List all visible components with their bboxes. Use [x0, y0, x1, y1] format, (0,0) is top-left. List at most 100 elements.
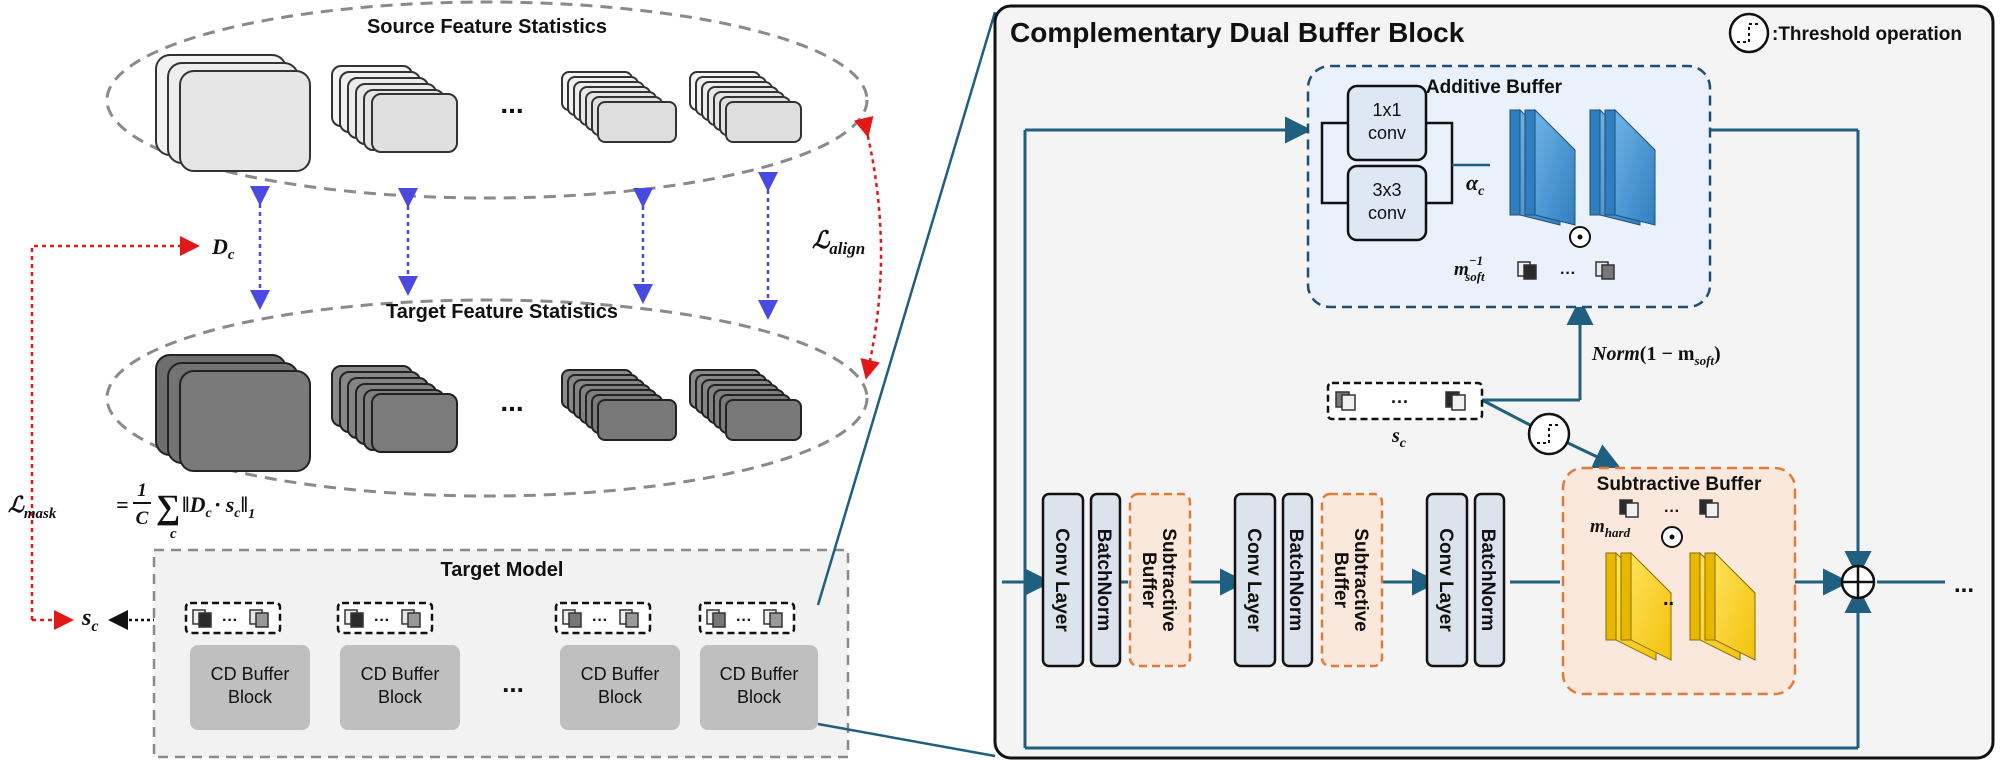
cd-blocks-ellipsis: ...: [502, 668, 524, 698]
svg-text:···: ···: [1560, 265, 1576, 282]
svg-text:=: =: [116, 492, 129, 517]
additive-features-2: [1589, 108, 1656, 226]
subtractive-odot: [1661, 526, 1683, 548]
subtractive-buffer-box: [1561, 466, 1797, 696]
batchnorm-3: BatchNorm: [1473, 492, 1506, 668]
cd-buffer-block-3[interactable]: CD Buffer Block: [560, 645, 680, 730]
svg-text:Block: Block: [598, 687, 643, 707]
svg-text:CD Buffer: CD Buffer: [720, 664, 799, 684]
norm-label: Norm(1 − msoft): [1591, 343, 1721, 368]
svg-text:∑: ∑: [156, 489, 180, 526]
target-feature-stack-2: [331, 365, 458, 453]
s-c-left-label: sc: [81, 605, 98, 635]
svg-text:···: ···: [374, 612, 390, 629]
svg-text:Conv Layer: Conv Layer: [1243, 528, 1264, 632]
cd-buffer-block-2[interactable]: CD Buffer Block: [340, 645, 460, 730]
mask-token-group-3: ···: [554, 601, 652, 635]
svg-text:Block: Block: [228, 687, 273, 707]
svg-text:1: 1: [137, 480, 147, 501]
s-c-right-label: sc: [1391, 425, 1407, 451]
threshold-icon: [1728, 12, 1770, 54]
sum-oplus: [1840, 564, 1876, 600]
svg-text:C: C: [136, 508, 149, 529]
target-model-title: Target Model: [441, 559, 564, 581]
target-stats-ellipse: [105, 298, 869, 498]
source-feature-stack-3: [561, 71, 677, 143]
batchnorm-1: BatchNorm: [1089, 492, 1122, 668]
conv-3x3-box: 3x3 conv: [1346, 164, 1428, 242]
additive-buffer-title: Additive Buffer: [1426, 77, 1563, 98]
conv-parallel-lines: [1320, 121, 1490, 205]
conv-layer-2: Conv Layer: [1233, 492, 1277, 668]
svg-text:3x3: 3x3: [1372, 180, 1401, 200]
svg-text:···: ···: [1391, 392, 1409, 412]
target-stats-title: Target Feature Statistics: [386, 301, 618, 323]
source-feature-stack-4: [689, 71, 802, 143]
subtractive-features-1: [1605, 551, 1672, 661]
source-feature-stack-1: [155, 54, 311, 172]
alpha-c-label: αc: [1466, 170, 1485, 199]
svg-text:Buffer: Buffer: [1138, 552, 1159, 609]
svg-text:Block: Block: [378, 687, 423, 707]
d-c-label: Dc: [211, 234, 235, 263]
zoom-connector-top: [816, 11, 997, 606]
conv-layer-3: Conv Layer: [1425, 492, 1469, 668]
subtractive-features-2: [1689, 551, 1756, 661]
s-c-token-group: ···: [1326, 381, 1484, 421]
svg-text:1x1: 1x1: [1372, 100, 1401, 120]
source-stats-ellipse: [105, 0, 869, 200]
svg-text:CD Buffer: CD Buffer: [211, 664, 290, 684]
target-ellipsis: ...: [500, 386, 523, 417]
additive-odot: [1569, 226, 1591, 248]
zoom-connector-bottom: [817, 722, 996, 758]
cd-buffer-block-1[interactable]: CD Buffer Block: [190, 645, 310, 730]
threshold-op-circle: [1527, 412, 1571, 456]
svg-text:···: ···: [222, 612, 238, 629]
subtractive-features-ellipsis: ..: [1663, 588, 1674, 610]
svg-text:Subtractive: Subtractive: [1158, 528, 1179, 631]
m-hard-label: mhard: [1590, 516, 1631, 540]
svg-text:Conv Layer: Conv Layer: [1435, 528, 1456, 632]
svg-text:conv: conv: [1368, 123, 1406, 143]
main-flow: [1002, 116, 1945, 750]
target-feature-stack-3: [561, 369, 677, 441]
svg-text:conv: conv: [1368, 203, 1406, 223]
svg-text:BatchNorm: BatchNorm: [1285, 529, 1306, 631]
subtractive-buffer-title: Subtractive Buffer: [1597, 474, 1762, 495]
batchnorm-2: BatchNorm: [1281, 492, 1314, 668]
cdb-title: Complementary Dual Buffer Block: [1010, 17, 1465, 48]
source-ellipsis: ...: [500, 88, 523, 119]
conv-1x1-box: 1x1 conv: [1346, 84, 1428, 162]
svg-text:···: ···: [736, 612, 752, 629]
svg-text:CD Buffer: CD Buffer: [581, 664, 660, 684]
mask-token-group-1: ···: [184, 601, 282, 635]
svg-text:c: c: [170, 526, 177, 542]
svg-text:Conv Layer: Conv Layer: [1051, 528, 1072, 632]
svg-text:ℒmask: ℒmask: [8, 492, 57, 522]
additive-features-1: [1509, 108, 1576, 226]
l-align-arrow: [853, 115, 883, 380]
mask-token-group-4: ···: [698, 601, 796, 635]
svg-text:Subtractive: Subtractive: [1350, 528, 1371, 631]
l-align-label: ℒalign: [812, 228, 865, 258]
l-mask-formula: ℒmask = 1 C ∑ c ‖Dc· sc‖1: [8, 480, 255, 542]
svg-text:···: ···: [1664, 503, 1680, 520]
cd-buffer-block-4[interactable]: CD Buffer Block: [700, 645, 818, 730]
target-feature-stack-4: [689, 369, 802, 441]
subtractive-buffer-mini-2: Subtractive Buffer: [1320, 492, 1384, 668]
subtractive-buffer-mini-1: Subtractive Buffer: [1128, 492, 1192, 668]
svg-text:Block: Block: [737, 687, 782, 707]
svg-text:Buffer: Buffer: [1330, 552, 1351, 609]
m-soft-tokens: ···: [1517, 261, 1615, 282]
conv-layer-1: Conv Layer: [1041, 492, 1085, 668]
source-stats-title: Source Feature Statistics: [367, 16, 607, 38]
output-ellipsis: ...: [1954, 571, 1974, 598]
svg-text:···: ···: [592, 612, 608, 629]
svg-text:‖Dc· sc‖1: ‖Dc· sc‖1: [182, 492, 255, 522]
mask-token-group-2: ···: [336, 601, 434, 635]
svg-text:CD Buffer: CD Buffer: [361, 664, 440, 684]
threshold-legend-label: :Threshold operation: [1772, 24, 1962, 45]
target-feature-stack-1: [155, 354, 311, 472]
